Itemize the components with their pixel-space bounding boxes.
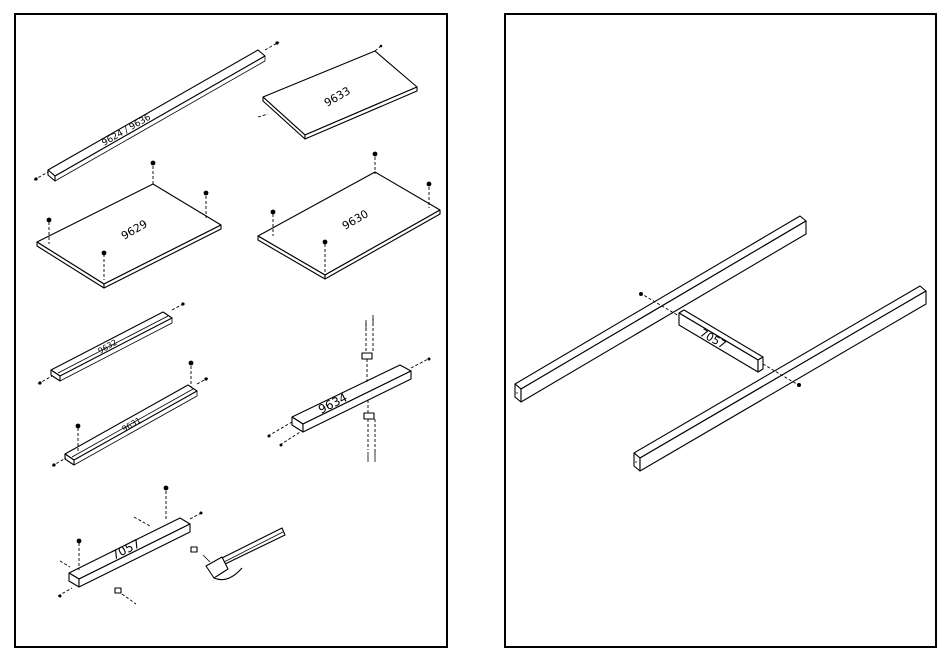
part-rail-9624-9636: 9624 / 9636 <box>34 41 279 181</box>
label-rail-9632: 9632 <box>97 338 119 356</box>
part-rail-9631: 9631 <box>52 361 208 467</box>
part-panel-9630: 9630 <box>258 152 440 279</box>
hammer-icon <box>203 528 285 580</box>
part-board-9634: 9634 <box>268 315 431 462</box>
part-panel-9633: 9633 <box>258 45 417 139</box>
part-rail-9632: 9632 <box>38 302 185 384</box>
part-long-rail-left <box>515 216 806 402</box>
label-rail-9624-9636: 9624 / 9636 <box>101 113 153 149</box>
part-panel-9629: 9629 <box>37 161 221 288</box>
label-rail-9631: 9631 <box>121 416 143 434</box>
part-board-7057: 7057 <box>58 486 203 604</box>
part-long-rail-right <box>634 286 926 471</box>
